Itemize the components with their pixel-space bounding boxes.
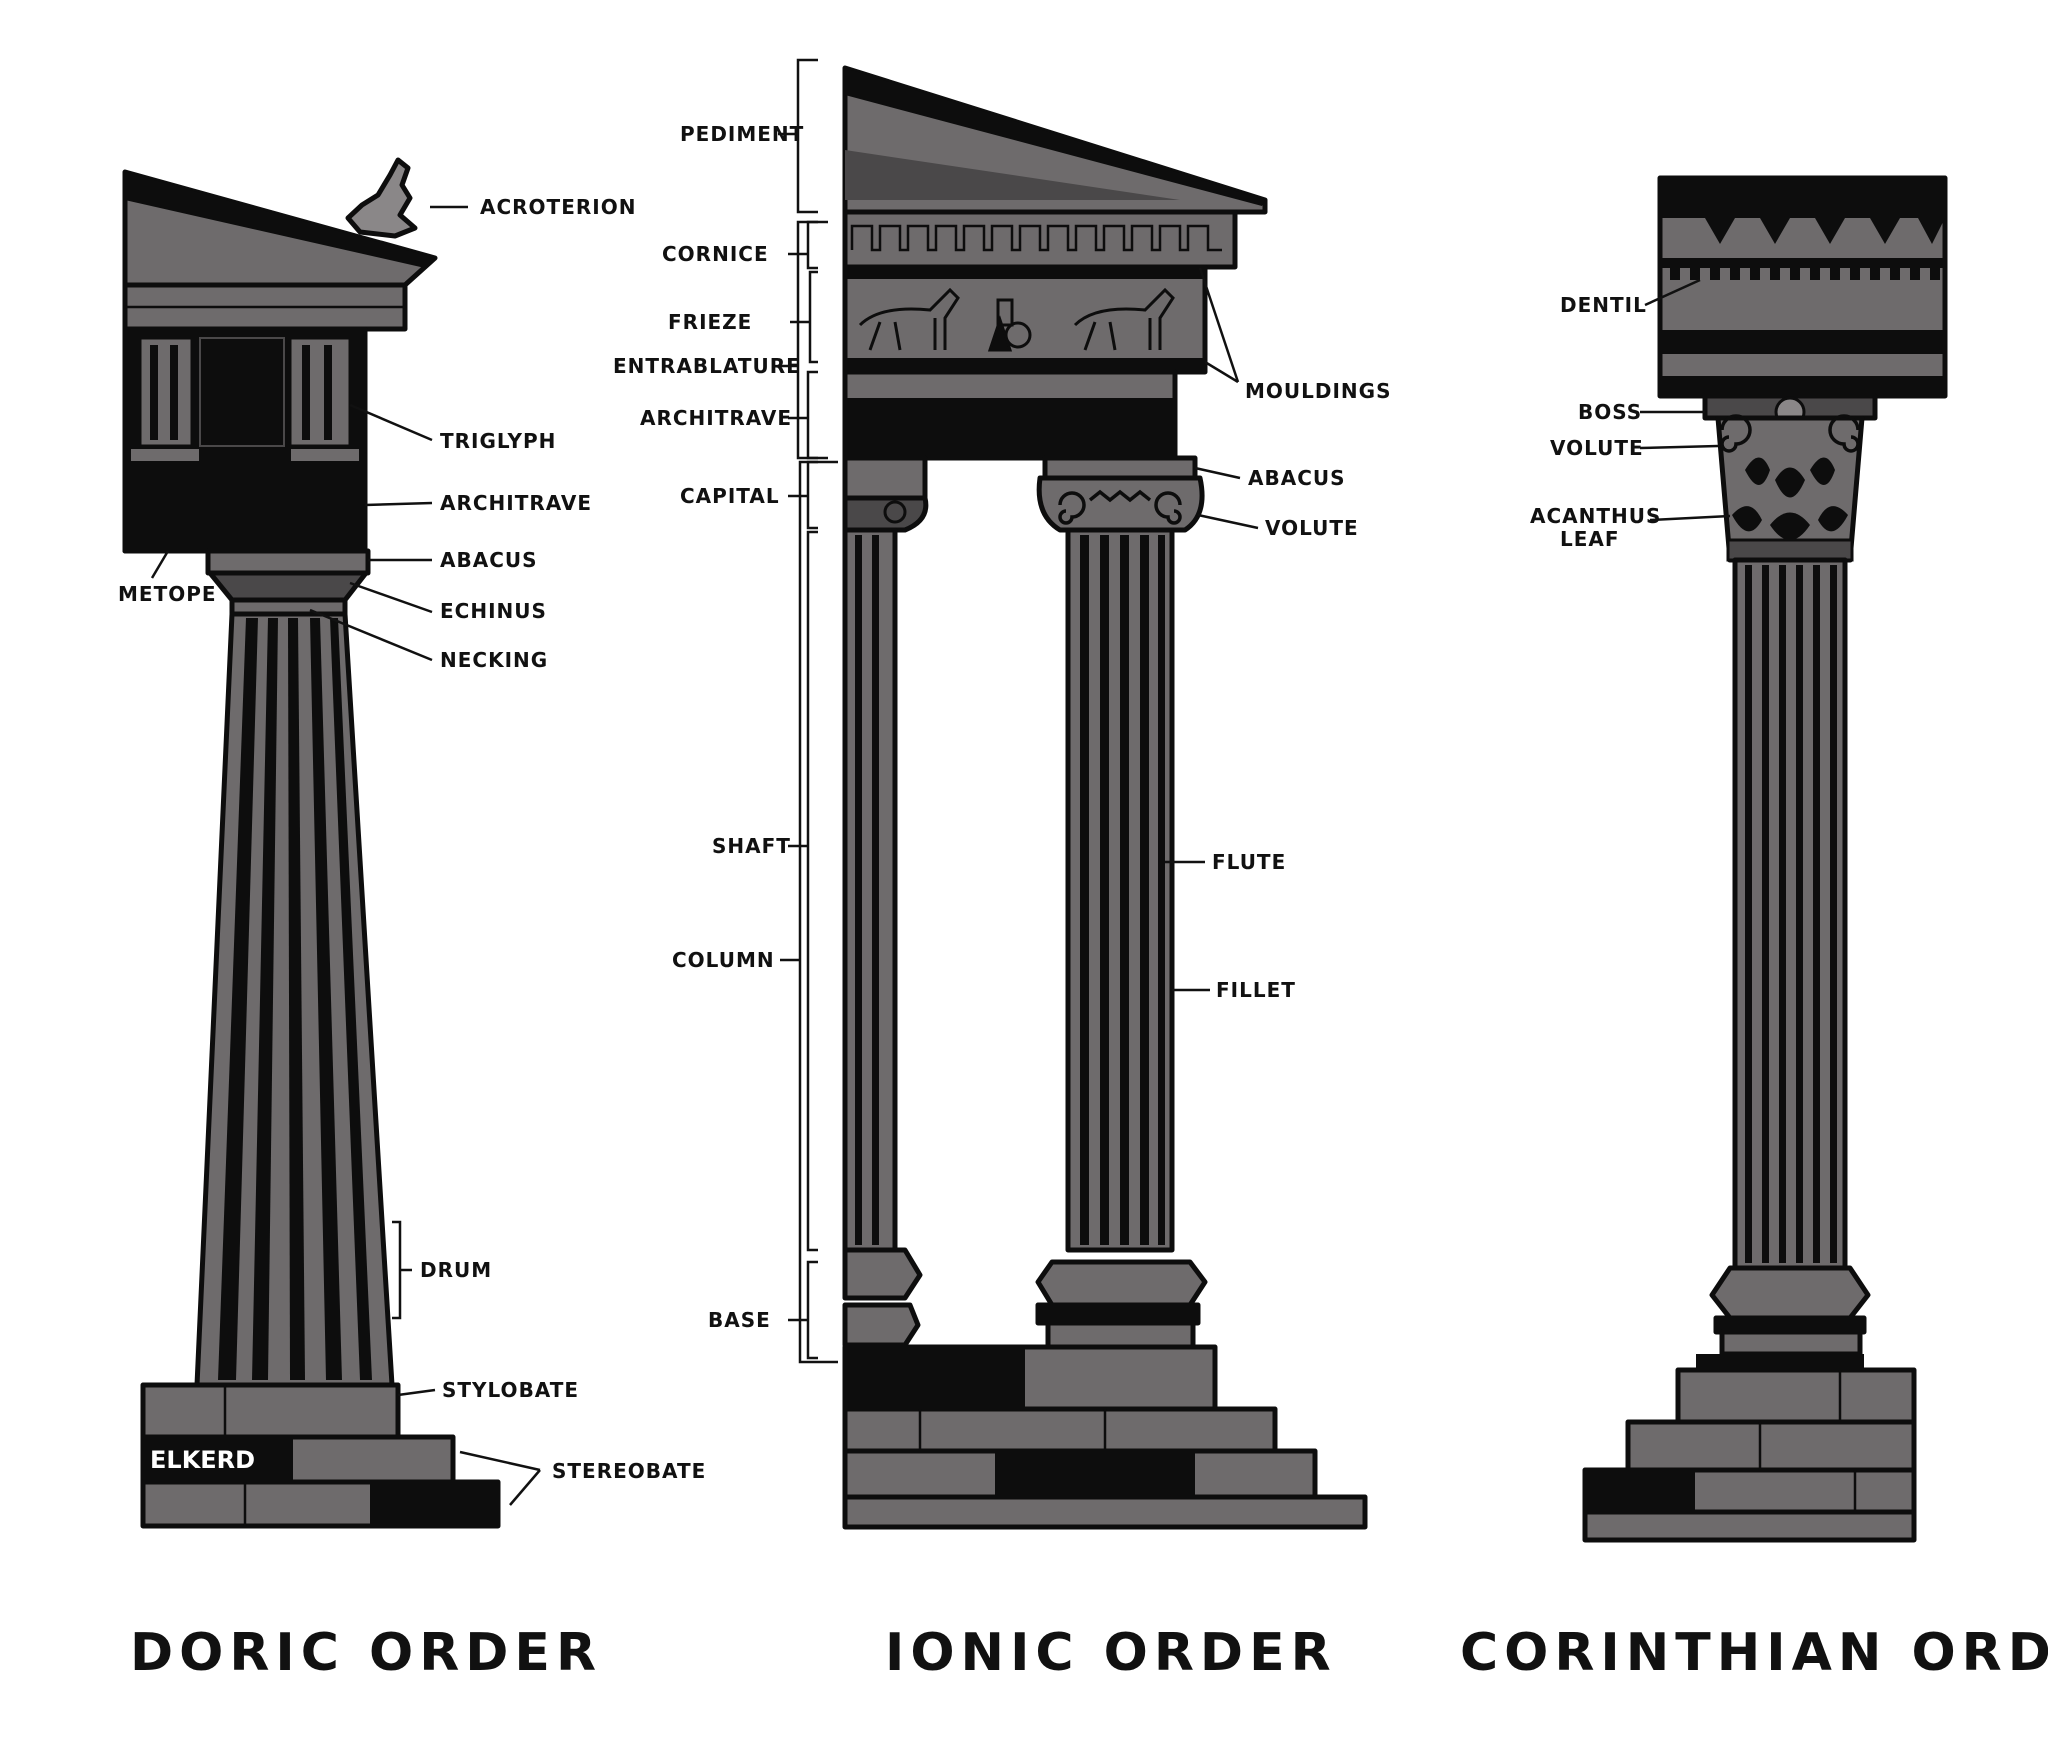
doric-order: ELKERD ACROTERION TRIGLYPH ARCHITRAVE AB… xyxy=(118,157,706,1683)
label-ionic-abacus: ABACUS xyxy=(1248,466,1346,490)
label-frieze: FRIEZE xyxy=(668,310,752,334)
label-shaft: SHAFT xyxy=(712,834,791,858)
ionic-abacus xyxy=(1042,455,1198,481)
label-doric-abacus: ABACUS xyxy=(440,548,538,572)
label-dentil: DENTIL xyxy=(1560,293,1647,317)
label-fillet: FILLET xyxy=(1216,978,1296,1002)
doric-pediment-shade xyxy=(125,172,435,268)
label-corinthian-volute: VOLUTE xyxy=(1550,436,1644,460)
corinthian-base xyxy=(1709,1265,1871,1321)
ionic-shaft-left xyxy=(842,527,898,1253)
doric-title: DORIC ORDER xyxy=(130,1623,602,1683)
ionic-title: IONIC ORDER xyxy=(885,1623,1337,1683)
corinthian-title: CORINTHIAN ORDER xyxy=(1460,1623,2048,1683)
label-flute: FLUTE xyxy=(1212,850,1286,874)
corinthian-flutes xyxy=(1745,565,1837,1263)
corinthian-step-2 xyxy=(1625,1419,1917,1473)
label-stylobate: STYLOBATE xyxy=(442,1378,579,1402)
ionic-step-4 xyxy=(842,1494,1368,1530)
label-ionic-volute: VOLUTE xyxy=(1265,516,1359,540)
label-acanthus-line2: LEAF xyxy=(1560,527,1620,551)
label-entablature: ENTRABLATURE xyxy=(613,354,801,378)
ionic-capital-left xyxy=(842,455,928,501)
corinthian-stylobate xyxy=(1675,1367,1917,1425)
ionic-volute xyxy=(1058,489,1182,525)
ionic-frieze-relief xyxy=(858,287,1175,352)
label-echinus: ECHINUS xyxy=(440,599,547,623)
doric-metope xyxy=(199,337,285,447)
doric-abacus xyxy=(205,548,371,576)
label-triglyph: TRIGLYPH xyxy=(440,429,556,453)
doric-signature: ELKERD xyxy=(150,1446,255,1474)
label-boss: BOSS xyxy=(1578,400,1642,424)
ionic-frieze xyxy=(842,264,1208,375)
label-cornice: CORNICE xyxy=(662,242,769,266)
corinthian-capital xyxy=(1715,414,1865,563)
label-pediment: PEDIMENT xyxy=(680,122,804,146)
label-doric-architrave: ARCHITRAVE xyxy=(440,491,592,515)
ionic-step-2 xyxy=(842,1406,1278,1454)
label-acroterion: ACROTERION xyxy=(480,195,636,219)
label-column: COLUMN xyxy=(672,948,775,972)
doric-echinus xyxy=(207,570,369,603)
label-mouldings: MOULDINGS xyxy=(1245,379,1392,403)
label-metope: METOPE xyxy=(118,582,217,606)
doric-acroterion xyxy=(345,157,418,239)
label-ionic-architrave: ARCHITRAVE xyxy=(640,406,792,430)
ionic-meander xyxy=(850,224,1222,252)
doric-architrave xyxy=(122,452,368,554)
ionic-flutes xyxy=(1080,535,1165,1245)
corinthian-acanthus xyxy=(1732,457,1848,540)
corinthian-step-4 xyxy=(1582,1509,1917,1543)
label-drum: DRUM xyxy=(420,1258,492,1282)
corinthian-volute xyxy=(1720,414,1860,453)
label-base: BASE xyxy=(708,1308,771,1332)
label-necking: NECKING xyxy=(440,648,548,672)
label-acanthus-line1: ACANTHUS xyxy=(1530,504,1661,528)
corinthian-dentil xyxy=(1660,218,1945,280)
label-stereobate: STEREOBATE xyxy=(552,1459,706,1483)
doric-stylobate xyxy=(140,1382,401,1440)
label-capital: CAPITAL xyxy=(680,484,780,508)
ionic-base-left xyxy=(842,1247,923,1301)
doric-triglyph xyxy=(138,336,352,448)
doric-shaft-flutes xyxy=(218,618,372,1380)
corinthian-order: DENTIL BOSS VOLUTE ACANTHUS LEAF CORINTH… xyxy=(1460,175,2048,1683)
ionic-order: PEDIMENT CORNICE FRIEZE ENTRABLATURE ARC… xyxy=(613,58,1392,1683)
ionic-base-right xyxy=(1035,1259,1208,1308)
